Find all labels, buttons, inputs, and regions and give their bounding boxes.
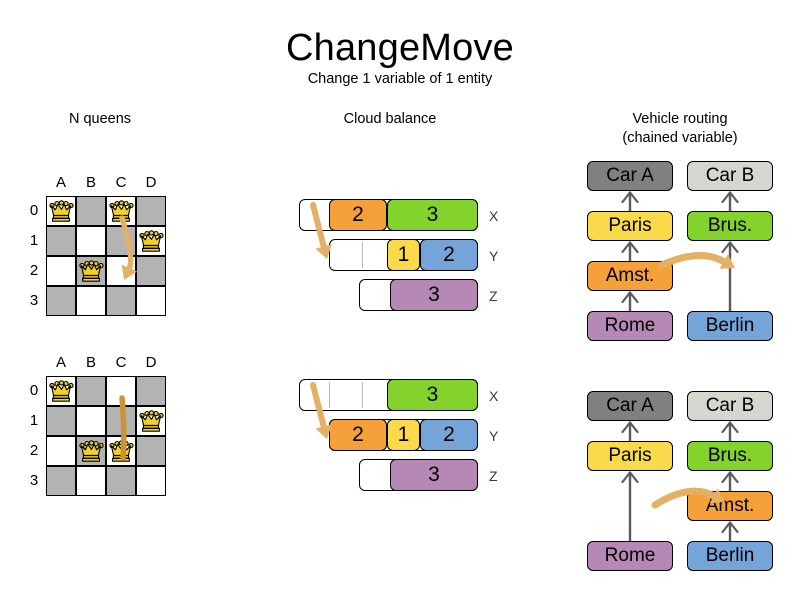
page-title: ChangeMove	[285, 27, 515, 69]
board-cell[interactable]	[76, 226, 106, 256]
board-col-label: C	[115, 174, 127, 191]
cloud-row-label: Z	[489, 468, 498, 484]
cloud-process-segment[interactable]: 3	[387, 379, 478, 411]
vrp-node-rome[interactable]: Rome	[587, 541, 673, 571]
board-cell[interactable]	[46, 436, 76, 466]
board-cell[interactable]	[76, 196, 106, 226]
board-col-label: D	[145, 354, 157, 371]
board-cell[interactable]	[46, 256, 76, 286]
vrp-title-line1: Vehicle routing	[632, 111, 728, 127]
cloud-bar-divider	[362, 382, 363, 408]
vrp-node-berlin[interactable]: Berlin	[687, 311, 773, 341]
cloud-process-segment[interactable]: 2	[420, 239, 478, 271]
board-cell[interactable]	[136, 436, 166, 466]
board-cell[interactable]	[76, 376, 106, 406]
cloud-process-segment[interactable]: 2	[329, 199, 387, 231]
board-row-label: 3	[29, 292, 39, 309]
queen-piece-icon[interactable]	[46, 196, 76, 226]
vrp-node-cara[interactable]: Car A	[587, 161, 673, 191]
queen-piece-icon[interactable]	[76, 256, 106, 286]
cloud-row-label: X	[489, 388, 499, 404]
queen-piece-icon[interactable]	[136, 406, 166, 436]
cloud-bar-divider	[362, 242, 363, 268]
board-cell[interactable]	[136, 196, 166, 226]
board-col-label: A	[55, 174, 66, 191]
queen-piece-icon[interactable]	[46, 376, 76, 406]
board-cell[interactable]	[46, 406, 76, 436]
board-cell[interactable]	[76, 286, 106, 316]
cloud-process-segment[interactable]: 2	[329, 419, 387, 451]
board-row-label: 0	[29, 202, 39, 219]
section-title-vehicle-routing: Vehicle routing (chained variable)	[590, 110, 770, 148]
cloud-process-segment[interactable]: 2	[420, 419, 478, 451]
cloud-process-segment[interactable]: 3	[390, 279, 478, 311]
vrp-node-rome[interactable]: Rome	[587, 311, 673, 341]
nqueens-board-after: A B C D 0 1 2 3	[20, 350, 195, 510]
board-cell[interactable]	[136, 376, 166, 406]
section-title-nqueens: N queens	[68, 111, 132, 127]
board-row-label: 3	[29, 472, 39, 489]
board-cell[interactable]	[136, 256, 166, 286]
board-cell[interactable]	[46, 286, 76, 316]
queen-piece-icon[interactable]	[76, 436, 106, 466]
board-cell[interactable]	[76, 406, 106, 436]
board-cell[interactable]	[76, 466, 106, 496]
cloud-row-label: Y	[489, 248, 499, 264]
board-row-label: 2	[29, 262, 39, 279]
board-cell[interactable]	[106, 286, 136, 316]
section-title-cloud-balance: Cloud balance	[343, 111, 437, 127]
vrp-node-paris[interactable]: Paris	[587, 441, 673, 471]
nqueens-board-before: A B C D 0 1 2 3	[20, 170, 195, 330]
cloud-process-segment[interactable]: 1	[387, 419, 420, 451]
chess-grid: A B C D 0 1 2 3	[30, 175, 166, 316]
board-col-label: C	[115, 354, 127, 371]
board-cell[interactable]	[136, 286, 166, 316]
board-cell[interactable]	[106, 466, 136, 496]
cloud-process-segment[interactable]: 1	[387, 239, 420, 271]
vrp-node-berlin[interactable]: Berlin	[687, 541, 773, 571]
cloud-process-segment[interactable]: 3	[387, 199, 478, 231]
board-cell[interactable]	[46, 226, 76, 256]
queen-piece-icon[interactable]	[136, 226, 166, 256]
cloud-bar-divider	[329, 382, 330, 408]
cloud-row-label: X	[489, 208, 499, 224]
board-col-label: D	[145, 174, 157, 191]
board-col-label: B	[85, 354, 96, 371]
board-row-label: 1	[29, 232, 39, 249]
cloud-row-label: Z	[489, 288, 498, 304]
board-col-label: A	[55, 354, 66, 371]
board-row-label: 2	[29, 442, 39, 459]
cloud-process-segment[interactable]: 3	[390, 459, 478, 491]
page-subtitle: Change 1 variable of 1 entity	[307, 71, 493, 87]
vrp-node-amst[interactable]: Amst.	[687, 491, 773, 521]
vrp-node-brus[interactable]: Brus.	[687, 211, 773, 241]
board-col-label: B	[85, 174, 96, 191]
vrp-node-cara[interactable]: Car A	[587, 391, 673, 421]
vrp-node-brus[interactable]: Brus.	[687, 441, 773, 471]
board-row-label: 1	[29, 412, 39, 429]
vrp-node-carb[interactable]: Car B	[687, 391, 773, 421]
vrp-node-carb[interactable]: Car B	[687, 161, 773, 191]
chess-grid: A B C D 0 1 2 3	[30, 355, 166, 496]
board-row-label: 0	[29, 382, 39, 399]
vrp-title-line2: (chained variable)	[622, 130, 738, 146]
vrp-node-paris[interactable]: Paris	[587, 211, 673, 241]
board-cell[interactable]	[136, 466, 166, 496]
board-cell[interactable]	[46, 466, 76, 496]
cloud-row-label: Y	[489, 428, 499, 444]
